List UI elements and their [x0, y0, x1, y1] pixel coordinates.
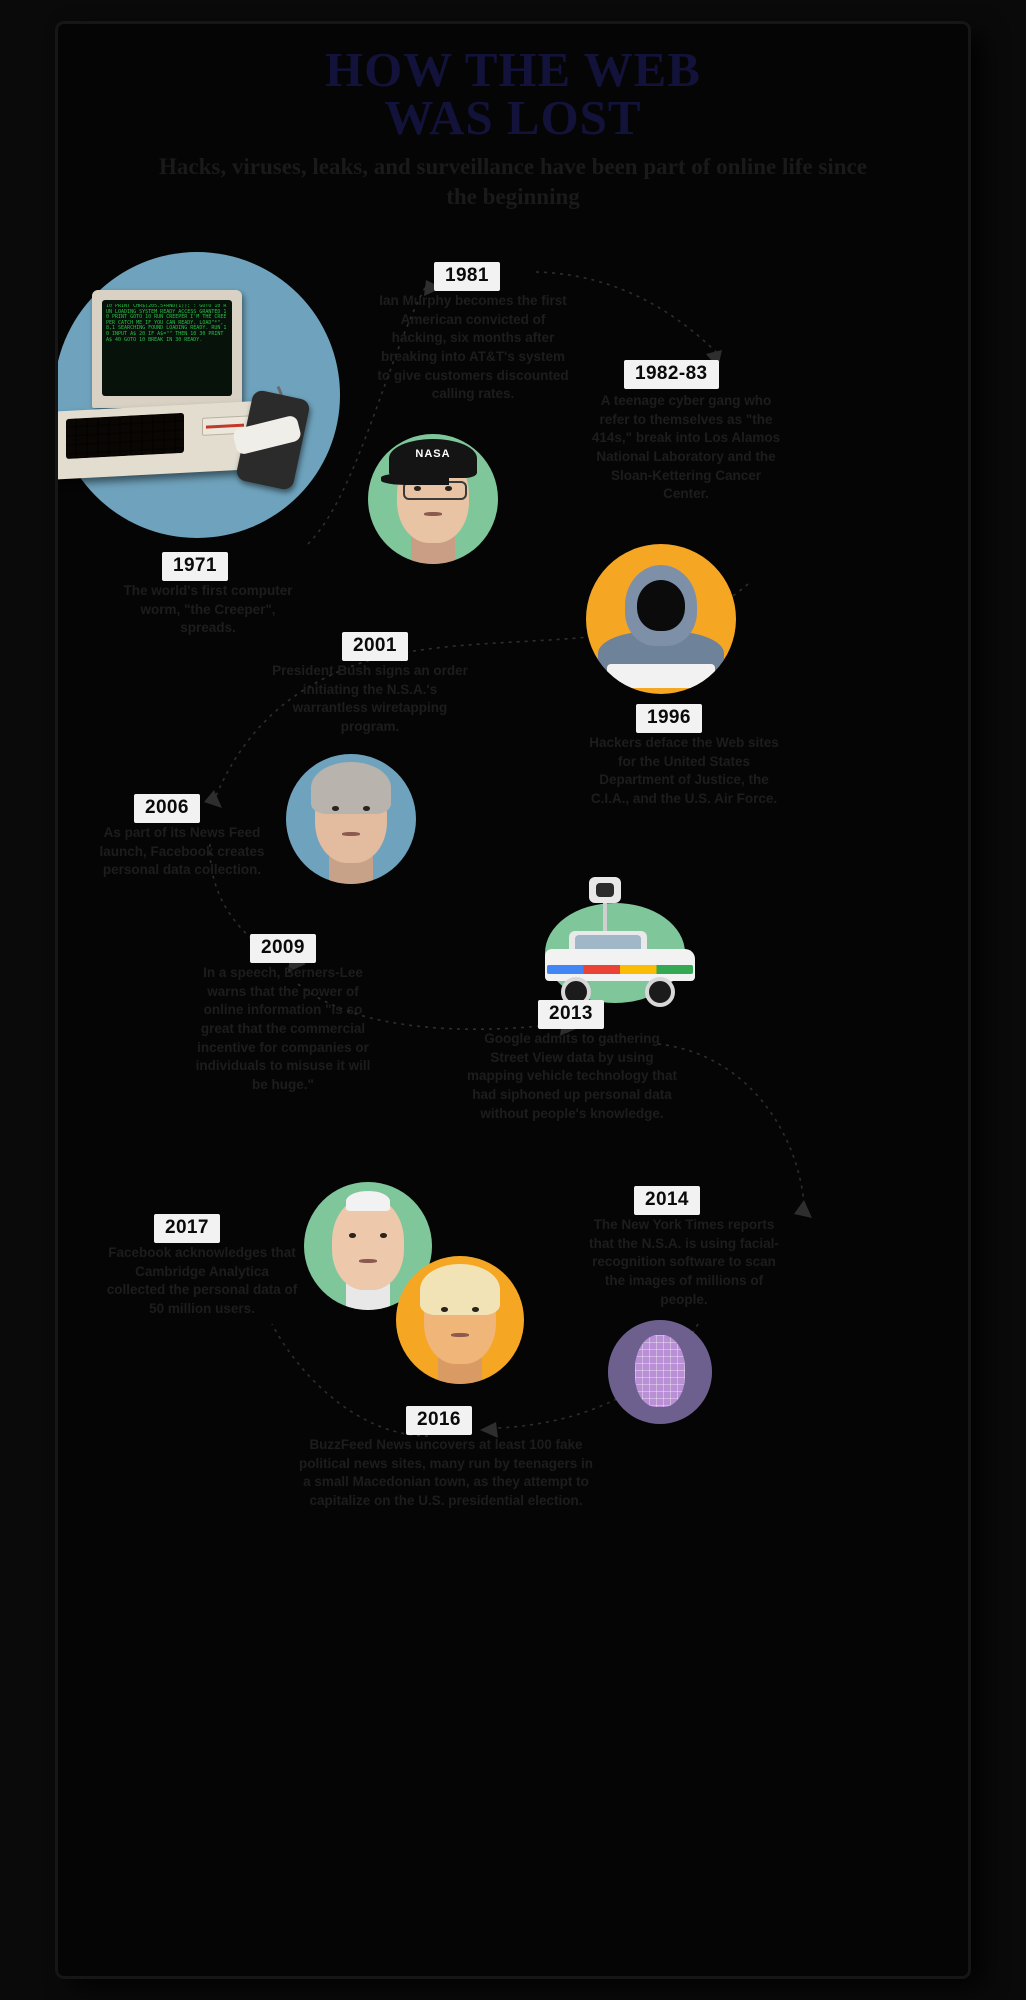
event-image-vintage-computer: 10 PRINT CHR$(205.5+RND(1)); : GOTO 10 R… [58, 246, 348, 546]
event-image-facial-recognition [608, 1320, 712, 1424]
car-window [575, 935, 641, 951]
mouth [451, 1332, 469, 1337]
camera-ball-icon [589, 877, 621, 903]
mouth [359, 1258, 377, 1263]
event-body-1982-83: A teenage cyber gang who refer to themse… [591, 393, 781, 502]
year-badge-1982-83[interactable]: 1982-83 [624, 360, 719, 389]
event-body-1971: The world's first computer worm, "the Cr… [123, 583, 293, 636]
event-image-street-view-car [523, 877, 723, 1019]
google-stripe [547, 965, 693, 974]
year-badge-1996[interactable]: 1996 [636, 704, 702, 733]
shadowed-face [637, 580, 685, 631]
cap-brim [381, 473, 449, 485]
portrait-figure [396, 1256, 524, 1384]
event-image-president-bush [286, 754, 416, 884]
wireframe-face [608, 1320, 712, 1424]
year-badge-2009[interactable]: 2009 [250, 934, 316, 963]
event-image-hooded-hacker [586, 544, 736, 694]
mouth [341, 832, 361, 836]
head [332, 1197, 404, 1290]
year-badge-1981[interactable]: 1981 [434, 262, 500, 291]
year-badge-1971[interactable]: 1971 [162, 552, 228, 581]
cap-logo-text: NASA [415, 448, 451, 461]
eye-left [440, 1307, 449, 1313]
eye-left [331, 806, 340, 812]
portrait-figure [304, 1182, 432, 1310]
eye-left [348, 1233, 357, 1239]
eye-right [362, 806, 371, 812]
camera-mast [603, 889, 607, 933]
event-image-hacker-portrait: NASA [368, 434, 498, 564]
event-body-2014: The New York Times reports that the N.S.… [589, 1217, 779, 1307]
eye-right [379, 1233, 388, 1239]
event-body-2017: Facebook acknowledges that Cambridge Ana… [106, 1245, 298, 1316]
title-line-2: WAS LOST [384, 90, 642, 146]
wireframe-head-icon [635, 1334, 685, 1408]
page-subtitle: Hacks, viruses, leaks, and surveillance … [159, 154, 867, 210]
portrait-figure: NASA [368, 434, 498, 564]
infographic-poster: HOW THE WEB WAS LOST Hacks, viruses, lea… [58, 24, 968, 1976]
year-badge-2016[interactable]: 2016 [406, 1406, 472, 1435]
year-badge-2014[interactable]: 2014 [634, 1186, 700, 1215]
baseball-cap-icon [388, 439, 478, 479]
zucchetto-icon [346, 1190, 390, 1212]
event-body-1981: Ian Murphy becomes the first American co… [377, 293, 569, 402]
portrait-figure [286, 754, 416, 884]
event-image-pope-francis [304, 1182, 432, 1310]
keyboard-icon [66, 412, 184, 460]
year-badge-2017[interactable]: 2017 [154, 1214, 220, 1243]
hair [310, 761, 392, 814]
page-title: HOW THE WEB WAS LOST [58, 45, 968, 146]
hair [420, 1263, 500, 1315]
event-body-2001: President Bush signs an order initiating… [272, 663, 468, 734]
event-body-2006: As part of its News Feed launch, Faceboo… [99, 825, 265, 878]
hooded-figure [586, 544, 736, 694]
year-badge-2001[interactable]: 2001 [342, 632, 408, 661]
year-badge-2006[interactable]: 2006 [134, 794, 200, 823]
event-body-2013: Google admits to gathering Street View d… [466, 1031, 678, 1121]
eye-left [413, 486, 422, 492]
year-badge-2013[interactable]: 2013 [538, 1000, 604, 1029]
wheel-rear [645, 977, 675, 1007]
terminal-text: 10 PRINT CHR$(205.5+RND(1)); : GOTO 10 R… [106, 304, 227, 343]
event-body-1996: Hackers deface the Web sites for the Uni… [589, 735, 779, 806]
event-body-2009: In a speech, Berners-Lee warns that the … [195, 965, 371, 1092]
title-line-1: HOW THE WEB [325, 42, 701, 97]
eye-right [471, 1307, 480, 1313]
terminal-screen: 10 PRINT CHR$(205.5+RND(1)); : GOTO 10 R… [102, 300, 232, 396]
mouth [423, 512, 443, 516]
eye-right [444, 486, 453, 492]
crt-monitor-icon: 10 PRINT CHR$(205.5+RND(1)); : GOTO 10 R… [92, 290, 242, 408]
event-body-2016: BuzzFeed News uncovers at least 100 fake… [298, 1437, 594, 1508]
laptop-icon [607, 664, 715, 688]
event-image-donald-trump [396, 1256, 524, 1384]
